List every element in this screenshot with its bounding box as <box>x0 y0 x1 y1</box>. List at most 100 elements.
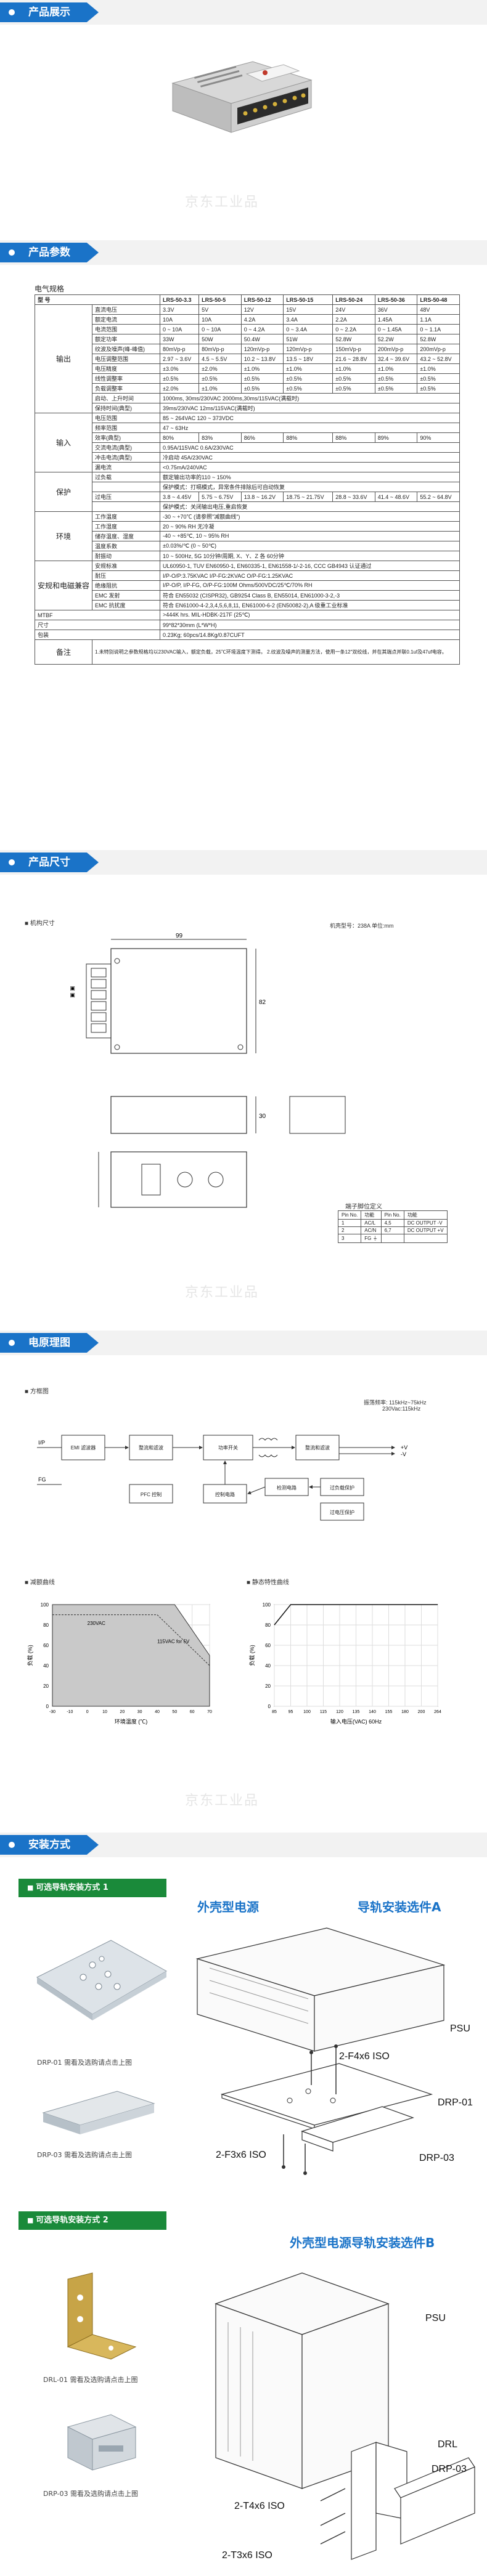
spec-label: 负载调整率 <box>92 383 161 394</box>
dim-width: 82 <box>259 999 266 1006</box>
y-tick-label: 100 <box>41 1602 49 1608</box>
label-drp03-b: DRP-03 <box>432 2464 467 2474</box>
spec-group: 保护 <box>34 472 93 512</box>
spec-value: 额定输出功率的110 ~ 150% <box>160 472 460 482</box>
series-label: 230VAC <box>88 1621 105 1626</box>
spec-model: LRS-50-48 <box>417 294 460 305</box>
spec-value: 保护模式：关闭输出电压,重启恢复 <box>160 501 460 512</box>
label-screw-b1: 2-T4x6 ISO <box>234 2501 285 2511</box>
drp01-thumbnail[interactable] <box>25 1928 173 2051</box>
label-drl-b: DRL <box>438 2439 458 2450</box>
spec-value: <0.75mA/240VAC <box>160 462 460 472</box>
spec-value: 28.8 ~ 33.6V <box>332 492 375 502</box>
x-tick-label: 85 <box>272 1710 277 1714</box>
block-label: 过电压保护 <box>330 1509 354 1515</box>
spec-value: UL60950-1, TUV EN60950-1, EN60335-1, EN6… <box>160 561 460 571</box>
spec-label: EMC 抗扰度 <box>92 600 161 610</box>
terminal-cell: 1 <box>337 1219 362 1227</box>
spec-value: 0.95A/115VAC 0.6A/230VAC <box>160 442 460 453</box>
spec-value: ±1.0% <box>417 363 460 374</box>
freq-note: 振荡频率: 115kHz~75kHz <box>364 1399 427 1406</box>
drl01-note[interactable]: DRL-01 需看及选购请点击上图 <box>43 2376 138 2384</box>
spec-value: 0 ~ 1.1A <box>417 324 460 334</box>
install-option-1-bar[interactable]: 可选导轨安装方式 1 <box>18 1879 166 1897</box>
spec-value: 0 ~ 10A <box>198 324 242 334</box>
install-option-2-bar[interactable]: 可选导轨安装方式 2 <box>18 2211 166 2230</box>
install-a-title-1: 外壳型电源 <box>197 1900 259 1914</box>
spec-value: 18.75 ~ 21.75V <box>283 492 334 502</box>
drp03b-thumbnail[interactable] <box>55 2402 148 2482</box>
spec-value: ±0.5% <box>283 383 334 394</box>
spec-value: ±0.5% <box>332 383 375 394</box>
terminal-cell: 3 <box>337 1234 362 1243</box>
section-header-install: 安装方式 <box>0 1833 487 1857</box>
drp01-note[interactable]: DRP-01 需看及选购请点击上图 <box>37 2059 132 2067</box>
static-title-wrap: ■ 静态特性曲线 <box>247 1579 289 1586</box>
spec-label: 尺寸 <box>34 620 161 630</box>
block-label: 整流和滤波 <box>305 1444 330 1451</box>
derating-title-wrap: ■ 减额曲线 <box>25 1579 55 1586</box>
y-tick-label: 60 <box>265 1643 271 1648</box>
label-screw-a1: 2-F4x6 ISO <box>339 2051 390 2062</box>
spec-row: 冲击电流(典型)冷启动 45A/230VAC <box>35 452 460 463</box>
spec-row: 环境工作温度-30 ~ +70℃ (请参照"减额曲线") <box>34 511 460 561</box>
input-label: I/P <box>38 1440 45 1446</box>
x-axis-label: 输入电压(VAC) 60Hz <box>330 1718 382 1725</box>
spec-value: 120mVp-p <box>240 344 284 354</box>
spec-value: 50W <box>198 334 242 344</box>
spec-value: ±2.0% <box>160 383 200 394</box>
spec-value: I/P-O/P:3.75KVAC I/P-FG:2KVAC O/P-FG:1.2… <box>160 570 460 581</box>
watermark: 京东工业品 <box>185 195 260 210</box>
spec-label: EMC 发射 <box>92 590 161 601</box>
block-label: EMI 滤波器 <box>71 1444 96 1451</box>
x-tick-label: 200 <box>418 1710 425 1714</box>
spec-value: 0 ~ 1.45A <box>374 324 418 334</box>
spec-label: 线性调整率 <box>92 373 161 384</box>
spec-value: 32.4 ~ 39.6V <box>374 354 418 364</box>
drl01-thumbnail[interactable] <box>49 2267 148 2365</box>
spec-row: 保护模式：打嗝模式，异常条件排除后可自动恢复 <box>35 482 460 492</box>
x-axis-label: 环境温度 (℃) <box>115 1718 148 1725</box>
terminal-cell: 6,7 <box>380 1226 404 1234</box>
spec-value: 0 ~ 10A <box>160 324 200 334</box>
derating-series-115vac <box>52 1614 210 1666</box>
spec-value: 55.2 ~ 64.8V <box>417 492 460 502</box>
svg-text:▣ ▣: ▣ ▣ <box>69 986 75 998</box>
spec-value: -30 ~ +70℃ (请参照"减额曲线") <box>160 511 460 522</box>
spec-label: 过电压 <box>92 492 161 502</box>
spec-label: 电压调整范围 <box>92 354 161 364</box>
spec-model: LRS-50-24 <box>332 294 375 305</box>
spec-row: 负载调整率±2.0%±1.0%±0.5%±0.5%±0.5%±0.5%±0.5% <box>35 383 460 394</box>
spec-value: 10 ~ 500Hz, 5G 10分钟/周期, X、Y、Z 各 60分钟 <box>160 551 460 561</box>
spec-value: 36V <box>374 304 418 315</box>
spec-value: 85 ~ 264VAC 120 ~ 373VDC <box>160 413 460 423</box>
spec-value: ±2.0% <box>198 363 242 374</box>
drp03b-note[interactable]: DRP-03 需看及选购请点击上图 <box>43 2490 138 2498</box>
block-label: 控制电路 <box>215 1491 235 1497</box>
spec-value: 200mVp-p <box>374 344 418 354</box>
spec-value: 200mVp-p <box>417 344 460 354</box>
drp03-thumbnail[interactable] <box>37 2082 160 2144</box>
section-header-product-params: 产品参数 <box>0 240 487 265</box>
x-tick-label: 0 <box>86 1710 89 1714</box>
drp03-note[interactable]: DRP-03 需看及选购请点击上图 <box>37 2151 132 2159</box>
label-drp03-a: DRP-03 <box>419 2153 454 2163</box>
spec-label <box>92 501 161 512</box>
spec-value: 3.8 ~ 4.45V <box>160 492 200 502</box>
spec-row: EMC 发射符合 EN55032 (CISPR32), GB9254 Class… <box>35 590 460 601</box>
spec-value: 21.6 ~ 28.8V <box>332 354 375 364</box>
spec-label: 电流范围 <box>92 324 161 334</box>
spec-value: >444K hrs. MIL-HDBK-217F (25℃) <box>160 610 460 620</box>
product-photo[interactable] <box>160 49 321 142</box>
